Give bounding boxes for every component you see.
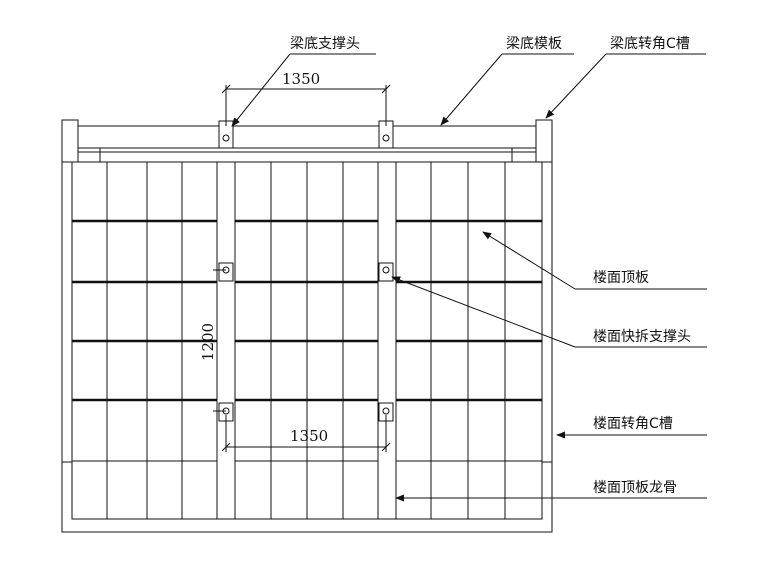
panel-joints [72, 219, 542, 402]
corner-c-channel-left [61, 119, 79, 163]
label-floor-panel-keel: 楼面顶板龙骨 [593, 480, 677, 496]
beam-formwork-top [61, 125, 553, 149]
quick-release-head-2 [378, 262, 394, 282]
label-floor-quick-release-head: 楼面快拆支撑头 [593, 329, 691, 345]
label-beam-corner-c-channel: 梁底转角C槽 [610, 36, 690, 52]
keel-strip-left [216, 161, 236, 520]
corner-c-channel-right [535, 119, 553, 163]
label-floor-corner-c-channel: 楼面转角C槽 [593, 416, 673, 432]
dim-text-vertical: 1200 [199, 322, 217, 362]
dim-text-top: 1350 [282, 70, 321, 88]
label-beam-support-head: 梁底支撑头 [290, 36, 360, 52]
label-beam-formwork: 梁底模板 [506, 36, 562, 52]
keel-strip-right [377, 161, 397, 520]
quick-release-head-1 [218, 262, 234, 282]
dim-text-bottom: 1350 [290, 427, 329, 445]
label-floor-top-panel: 楼面顶板 [593, 270, 649, 286]
